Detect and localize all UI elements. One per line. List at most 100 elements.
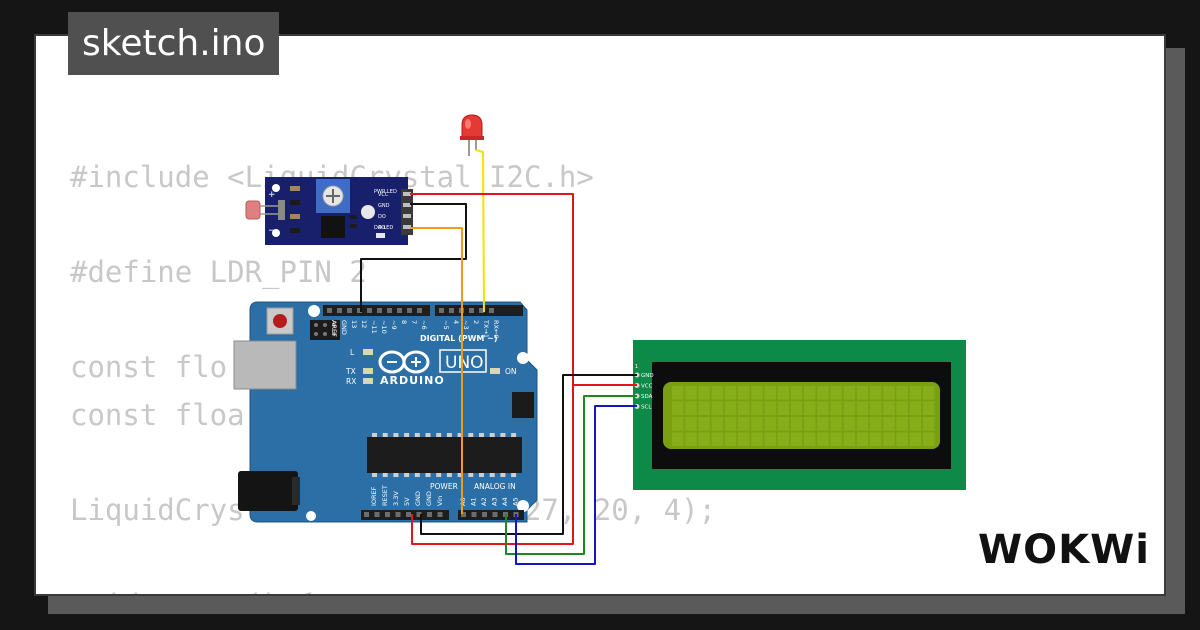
lcd-cell: [856, 401, 869, 415]
lcd-cell: [711, 386, 724, 400]
usb-port: [233, 340, 297, 390]
power-pin-hole[interactable]: [385, 512, 390, 517]
chip-leg: [404, 433, 410, 437]
photoresistor-icon: [245, 200, 261, 220]
arduino-logo-icon: [378, 350, 430, 374]
power-pin-label: IOREF: [370, 486, 378, 506]
digital-pin-hole[interactable]: [397, 308, 402, 313]
module-pin[interactable]: [403, 214, 411, 218]
digital-pin-hole[interactable]: [347, 308, 352, 313]
digital-pin-label: GND: [340, 320, 348, 335]
lcd-cell: [685, 401, 697, 415]
digital-pin-hole[interactable]: [489, 308, 494, 313]
power-pin-label: Vin: [436, 496, 444, 506]
code-line: const floa: [70, 397, 245, 432]
power-pin-hole[interactable]: [427, 512, 432, 517]
chip-leg: [479, 433, 484, 437]
analog-label: ANALOG IN: [474, 482, 516, 491]
lcd-pin-label: VCC: [641, 384, 653, 390]
lcd-cell: [685, 386, 697, 400]
lcd-cell: [856, 432, 869, 446]
lcd-cell: [922, 432, 935, 446]
digital-pin-hole[interactable]: [327, 308, 332, 313]
lcd-cell: [738, 386, 750, 400]
digital-pin-hole[interactable]: [469, 308, 474, 313]
lcd-cell: [764, 432, 776, 446]
digital-pin-hole[interactable]: [357, 308, 362, 313]
digital-pin-hole[interactable]: [449, 308, 454, 313]
lcd-cell: [724, 432, 737, 446]
analog-pin-label: A5: [512, 497, 520, 506]
power-pin-hole[interactable]: [364, 512, 369, 517]
pwr-led-label: PWR LED: [374, 189, 397, 195]
on-led-label: ON: [505, 367, 517, 376]
lcd-cell: [817, 417, 829, 431]
digital-pin-hole[interactable]: [479, 308, 484, 313]
lcd-pin-label: GND: [641, 373, 654, 379]
power-pin-hole[interactable]: [406, 512, 411, 517]
digital-pin-label: 2: [472, 320, 480, 324]
on-led: [490, 368, 500, 374]
digital-pin-hole[interactable]: [337, 308, 342, 313]
digital-pin-hole[interactable]: [367, 308, 372, 313]
mount-hole: [308, 305, 320, 317]
digital-pin-label: 13: [350, 320, 358, 328]
analog-pin-hole[interactable]: [482, 512, 487, 517]
lcd-cell: [909, 417, 922, 431]
lcd-cell: [672, 386, 684, 400]
lcd-cell: [777, 386, 790, 400]
lcd-cell: [764, 417, 776, 431]
module-pin-label: GND: [378, 203, 390, 209]
wokwi-logo: WOKWi: [978, 527, 1150, 573]
chip-leg: [436, 433, 442, 437]
board-logo-text: ARDUINO: [380, 374, 445, 387]
lcd-cell: [843, 432, 856, 446]
digital-pin-hole[interactable]: [439, 308, 444, 313]
digital-pin-hole[interactable]: [407, 308, 412, 313]
power-pin-label: RESET: [381, 485, 389, 506]
lcd-cell: [843, 417, 856, 431]
red-led[interactable]: [460, 114, 484, 156]
wire-black-lcd-gnd: [420, 374, 637, 535]
chip-leg: [425, 433, 431, 437]
chip-leg: [489, 433, 495, 437]
digital-pin-label: RX←0: [492, 320, 500, 339]
module-pin[interactable]: [403, 192, 411, 196]
lcd-cell: [711, 432, 724, 446]
analog-pin-hole[interactable]: [471, 512, 477, 517]
module-pin[interactable]: [403, 203, 411, 207]
analog-pin-label: A3: [491, 497, 499, 506]
chip-leg: [393, 433, 399, 437]
bottom-pin-holes[interactable]: [364, 512, 519, 517]
lcd-cell: [909, 386, 922, 400]
analog-pin-hole[interactable]: [461, 512, 466, 517]
lcd-cell: [804, 386, 816, 400]
digital-pin-label: ~3: [462, 320, 470, 330]
chip-leg: [468, 473, 474, 477]
rx-led: [363, 378, 373, 384]
lcd-cell: [698, 386, 710, 400]
analog-pin-hole[interactable]: [492, 512, 498, 517]
power-pin-hole[interactable]: [416, 512, 422, 517]
mount-hole: [272, 184, 280, 192]
module-pin[interactable]: [403, 225, 411, 229]
lcd-cell: [817, 432, 829, 446]
digital-pin-label: 12: [360, 320, 368, 328]
digital-pin-hole[interactable]: [377, 308, 382, 313]
lcd-pin-label: SCL: [641, 405, 652, 411]
chip-leg: [372, 473, 377, 477]
digital-pin-hole[interactable]: [417, 308, 422, 313]
digital-pin-hole[interactable]: [387, 308, 392, 313]
power-pin-hole[interactable]: [374, 512, 380, 517]
power-pin-hole[interactable]: [395, 512, 401, 517]
power-pin-label: GND: [414, 491, 422, 506]
l-led: [363, 349, 373, 355]
model-name: UNO: [445, 353, 484, 373]
power-pin-hole[interactable]: [437, 512, 443, 517]
lcd-cell: [685, 417, 697, 431]
digital-label: DIGITAL (PWM ~): [420, 334, 498, 343]
